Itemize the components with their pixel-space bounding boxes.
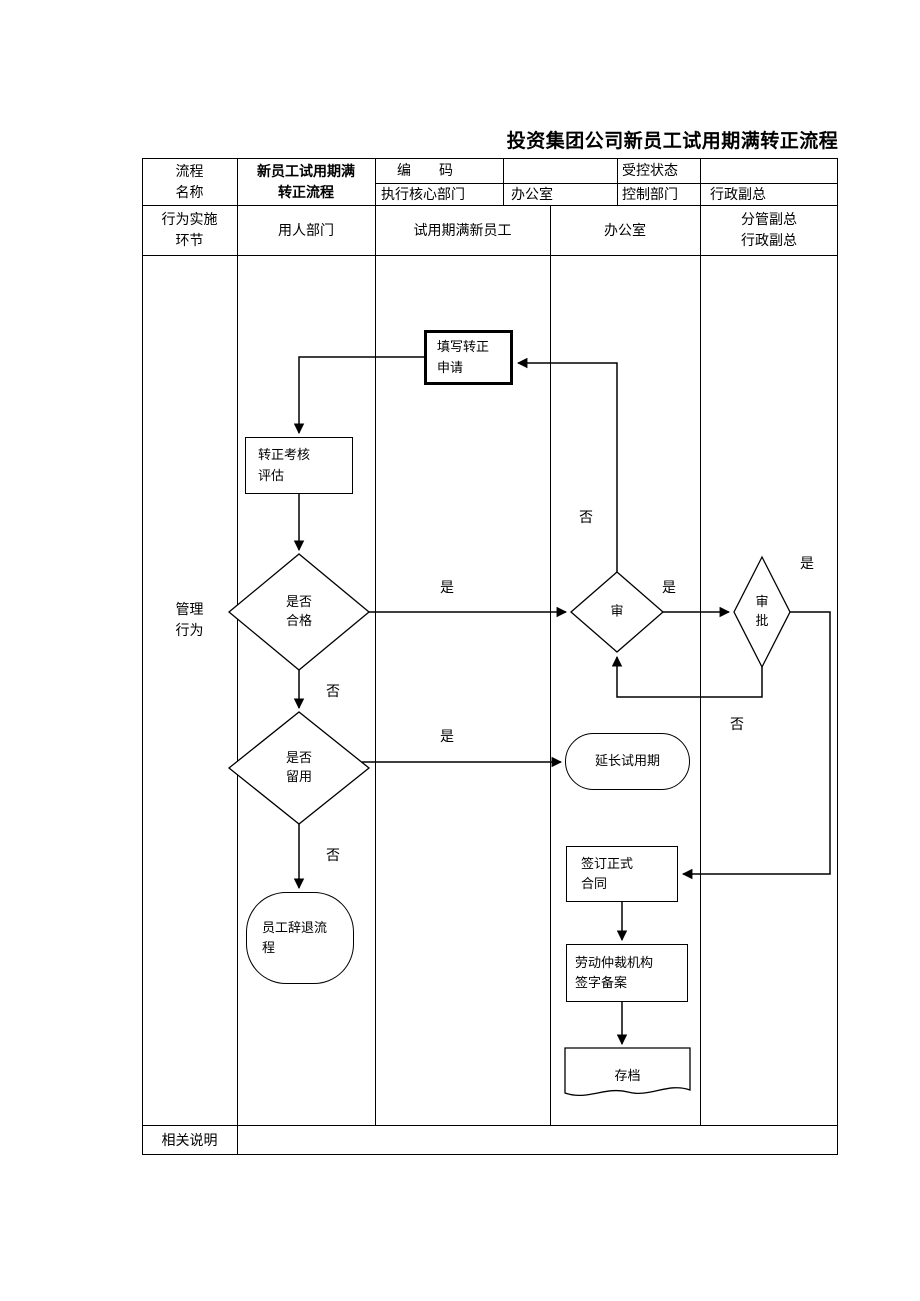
approve-diamond-label: 审 批 (755, 593, 768, 631)
edge-label-retain-yes: 是 (440, 728, 454, 744)
table-line-h4 (142, 1125, 838, 1126)
dismiss-process-node: 员工辞退流 程 (246, 892, 354, 984)
review-text: 审 (610, 603, 624, 619)
control-dept-label: 控制部门 (617, 183, 700, 205)
arbitration-filing-node: 劳动仲裁机构 签字备案 (566, 944, 688, 1002)
extend-probation-node: 延长试用期 (565, 733, 690, 790)
lane-header-vp-line1: 分管副总 (741, 211, 797, 227)
table-outer-border (142, 158, 838, 1155)
qualified-line1: 是否 (285, 594, 313, 610)
retain-decision-diamond (227, 711, 371, 825)
retain-line2: 留用 (285, 769, 313, 784)
exec-core-dept-label: 执行核心部门 (375, 183, 503, 205)
lane-header-employing-dept-text: 用人部门 (278, 221, 334, 238)
edge-label-review-no: 否 (579, 509, 593, 525)
apply-node-line2: 申请 (437, 359, 464, 375)
assess-node-line1: 转正考核 (258, 447, 311, 463)
approve-line1: 审 (755, 594, 769, 610)
exec-core-dept-value: 办公室 (503, 183, 617, 205)
sign-contract-node: 签订正式 合同 (566, 846, 678, 902)
management-row-label: 管理 行为 (142, 595, 237, 645)
management-row-label-line2: 行为 (175, 622, 204, 638)
edge-label-qualified-yes: 是 (440, 579, 454, 595)
exec-core-dept-value-text: 办公室 (511, 185, 553, 202)
controlled-status-text: 受控状态 (622, 162, 678, 178)
lane-header-vp: 分管副总 行政副总 (700, 205, 838, 255)
qualified-diamond-label: 是否 合格 (286, 593, 312, 631)
control-dept-value: 行政副总 (700, 183, 838, 205)
table-line-h1 (375, 183, 838, 184)
assess-node-line2: 评估 (258, 467, 285, 483)
archive-text: 存档 (614, 1068, 641, 1083)
table-line-v5 (700, 158, 701, 1125)
edge-label-qualified-no: 否 (326, 683, 340, 699)
archive-node-label: 存档 (565, 1065, 690, 1084)
extend-probation-text: 延长试用期 (594, 753, 660, 769)
table-line-h2 (142, 205, 838, 206)
page-title: 投资集团公司新员工试用期满转正流程 (506, 131, 839, 152)
stage-label-line1: 行为实施 (161, 211, 218, 227)
arrow-review-no-to-apply (516, 357, 618, 572)
arrow-apply-to-assess (293, 356, 424, 435)
table-line-h3 (142, 255, 838, 256)
retain-line1: 是否 (285, 750, 313, 766)
lane-header-office-text: 办公室 (604, 221, 646, 238)
table-line-v6 (550, 205, 551, 1125)
lane-header-employing-dept: 用人部门 (237, 205, 375, 255)
arrow-approve-yes-to-contract (681, 611, 831, 880)
table-line-v3 (503, 158, 504, 205)
lane-header-vp-line2: 行政副总 (741, 232, 797, 248)
dismiss-process-line2: 程 (262, 940, 276, 955)
apply-node-line1: 填写转正 (437, 339, 490, 355)
process-name-value: 新员工试用期满 转正流程 (237, 158, 375, 205)
process-name-label-line2: 名称 (175, 183, 204, 200)
notes-row-label-text: 相关说明 (161, 1131, 218, 1148)
apply-node: 填写转正 申请 (424, 330, 513, 385)
process-name-value-line2: 转正流程 (278, 183, 334, 200)
qualified-line2: 合格 (285, 613, 313, 628)
edge-label-review-yes: 是 (662, 579, 676, 595)
controlled-status-label: 受控状态 (617, 158, 700, 183)
retain-diamond-label: 是否 留用 (286, 749, 312, 787)
code-label-text: 编 码 (397, 162, 453, 178)
arbitration-filing-line1: 劳动仲裁机构 (575, 954, 654, 970)
approve-line2: 批 (755, 613, 769, 628)
control-dept-value-text: 行政副总 (710, 185, 766, 202)
edge-label-approve-no: 否 (730, 716, 744, 732)
lane-header-new-employee: 试用期满新员工 (375, 205, 550, 255)
table-line-v2 (375, 158, 376, 1125)
process-name-label: 流程 名称 (142, 158, 237, 205)
process-name-value-line1: 新员工试用期满 (257, 162, 355, 179)
stage-label-line2: 环节 (175, 232, 204, 248)
stage-label: 行为实施 环节 (142, 205, 237, 255)
arrow-approve-no-to-review (611, 655, 763, 698)
lane-header-new-employee-text: 试用期满新员工 (413, 221, 512, 238)
arbitration-filing-line2: 签字备案 (575, 975, 628, 990)
code-label: 编 码 (375, 158, 503, 183)
review-diamond-label: 审 (610, 603, 623, 622)
assess-node: 转正考核 评估 (245, 437, 353, 494)
sign-contract-line1: 签订正式 (581, 855, 634, 871)
dismiss-process-line1: 员工辞退流 (262, 919, 328, 935)
table-line-v4 (617, 158, 618, 205)
exec-core-dept-label-text: 执行核心部门 (381, 185, 465, 202)
management-row-label-line1: 管理 (175, 601, 204, 617)
sign-contract-line2: 合同 (581, 876, 608, 891)
edge-label-retain-no: 否 (326, 847, 340, 863)
table-line-v1 (237, 158, 238, 1155)
control-dept-label-text: 控制部门 (622, 185, 678, 202)
lane-header-office: 办公室 (550, 205, 700, 255)
process-name-label-line1: 流程 (175, 162, 204, 179)
notes-row-label: 相关说明 (142, 1125, 237, 1155)
archive-document-shape (564, 1047, 691, 1097)
edge-label-approve-yes: 是 (800, 555, 814, 571)
